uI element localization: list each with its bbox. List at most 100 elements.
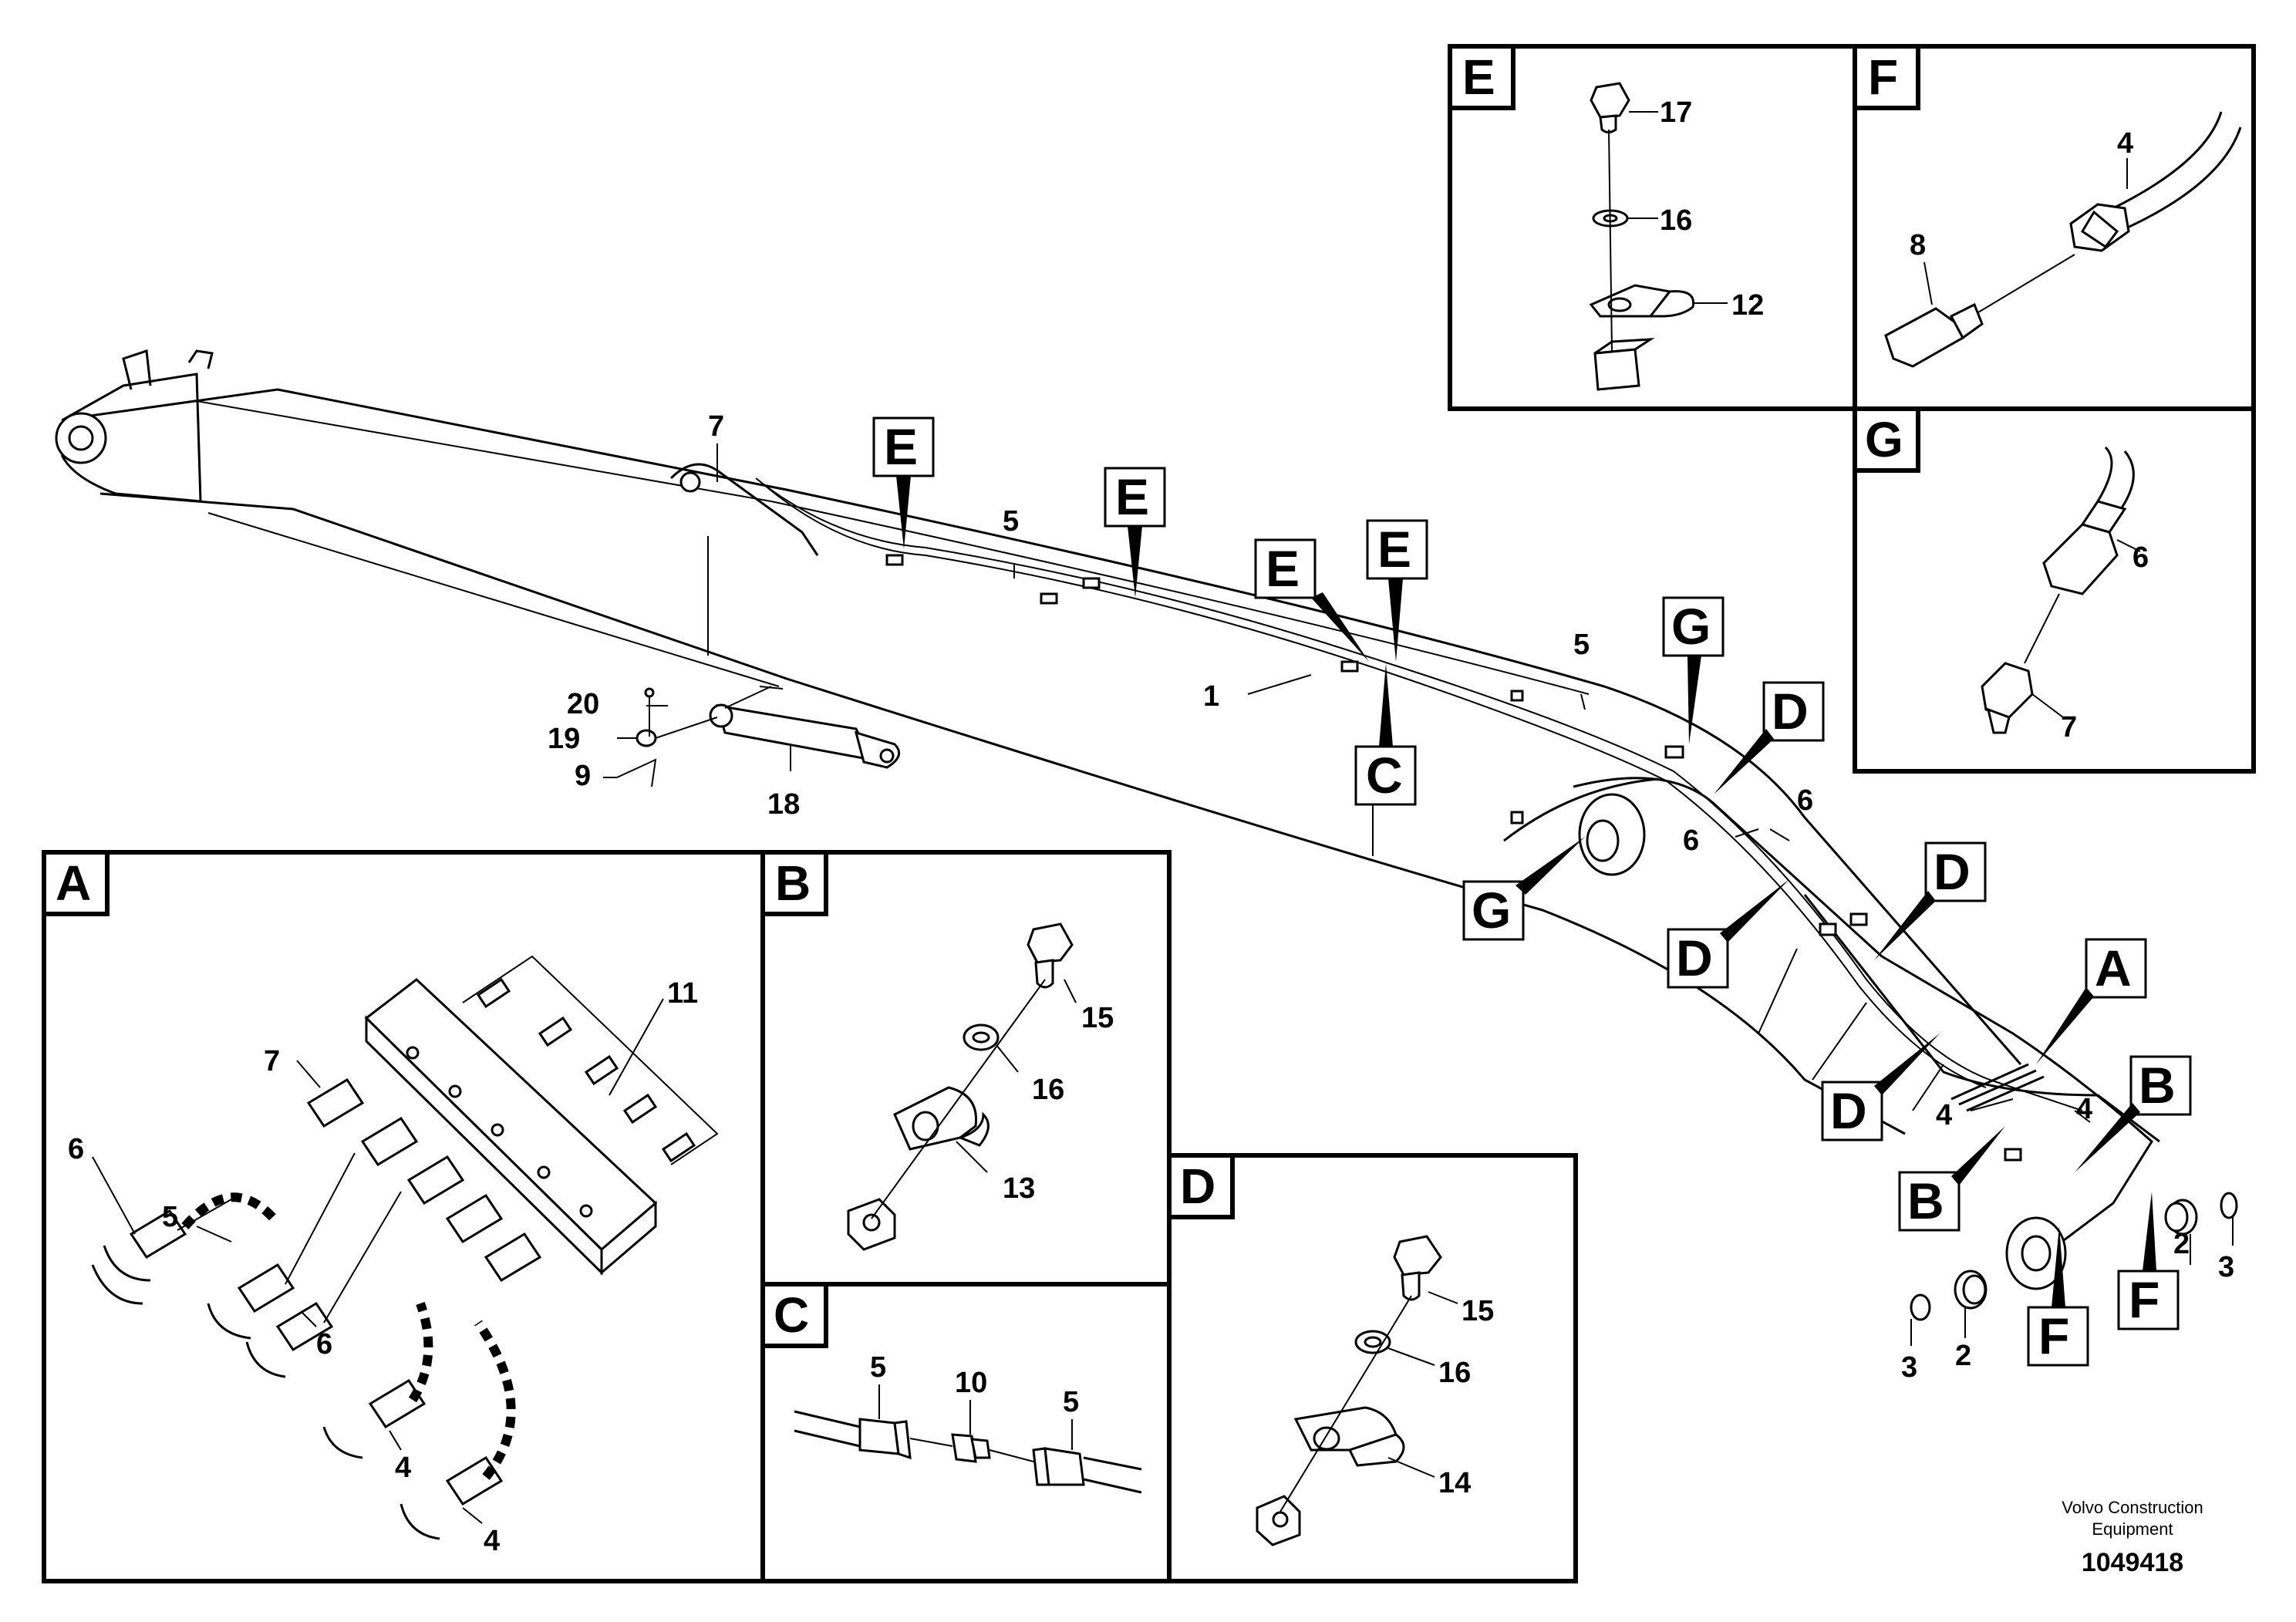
callout-3-left: 3 [1901,1351,1917,1384]
panel-e-callout-16: 16 [1660,204,1692,237]
panel-d-callout-15: 15 [1462,1295,1494,1327]
end-pin-parts [1910,1192,2238,1321]
svg-text:A: A [2095,939,2132,996]
callout-5-left: 5 [1003,505,1019,538]
tag-b-1: B [1898,1126,2005,1232]
callout-18: 18 [767,788,800,821]
panel-e: E 17 16 12 [1448,44,1857,411]
panel-b-callout-13: 13 [1003,1172,1035,1205]
main-callouts: 1 2 3 2 3 4 4 5 5 6 6 7 9 18 19 20 [548,410,2234,1384]
panel-f-callout-4: 4 [2117,127,2133,160]
svg-text:B: B [2139,1057,2176,1114]
tag-e-4: E [1366,519,1428,662]
svg-text:F: F [2129,1271,2159,1328]
svg-text:E: E [1462,49,1495,105]
panel-e-callout-12: 12 [1731,289,1764,322]
callout-7: 7 [708,410,724,443]
manifold-block-11 [364,978,658,1252]
svg-text:B: B [1907,1172,1944,1229]
fitting-row [306,1077,542,1283]
tag-f-2: F [2117,1192,2180,1330]
part-3-left [1910,1293,1931,1321]
svg-text:G: G [1671,598,1711,655]
hose-fitting-left-5 [858,1418,900,1455]
callout-6-left: 6 [1683,824,1699,857]
svg-text:C: C [774,1287,809,1343]
callout-20: 20 [567,688,599,720]
tag-g-2: G [1462,837,1585,941]
panel-g-callout-6: 6 [2132,541,2149,574]
tag-d-2: D [1874,841,1987,960]
callout-4-right: 4 [2076,1093,2092,1125]
tag-e-2: E [1104,467,1166,598]
panel-a-callout-6-bottom: 6 [316,1328,332,1361]
callout-1: 1 [1203,680,1219,713]
cylinder-assembly [616,686,901,787]
detail-tags: E E E E C G [872,416,2192,1367]
panel-g-callout-7: 7 [2061,711,2077,744]
part-19 [636,729,657,747]
square-nut [1593,348,1640,391]
panel-a-callout-7: 7 [264,1045,280,1077]
callout-2-right: 2 [2173,1228,2190,1260]
doc-number: 1049418 [2082,1548,2183,1577]
panel-a-callout-4-top: 4 [395,1452,411,1484]
tag-c: C [1354,663,1417,806]
panel-a-callout-6-top: 6 [68,1133,84,1165]
tag-e-1: E [872,416,935,549]
footer: Volvo Construction Equipment 1049418 [2062,1498,2203,1577]
callout-19: 19 [548,723,580,755]
panel-c-callout-5-left: 5 [870,1351,886,1384]
svg-text:F: F [1868,49,1898,105]
tag-a: A [2036,938,2147,1064]
panel-g: G 6 7 [1853,406,2256,774]
adapter-10 [951,1433,977,1463]
svg-text:E: E [1266,540,1300,597]
svg-text:C: C [1366,747,1403,804]
tag-d-3: D [1667,879,1789,989]
svg-text:D: D [1934,843,1971,900]
panel-c-callout-5-right: 5 [1063,1386,1079,1418]
tag-e-3: E [1254,538,1369,662]
callout-2-left: 2 [1955,1340,1971,1372]
bolt-15 [1393,1235,1442,1276]
tag-g-1: G [1662,596,1725,744]
panel-c: C 5 10 5 [760,1282,1172,1583]
panel-b-callout-16: 16 [1032,1074,1064,1106]
svg-text:F: F [2038,1307,2069,1364]
panel-c-callout-10: 10 [955,1367,987,1399]
panel-b: B 15 16 13 [760,850,1172,1286]
panel-a-callout-5: 5 [162,1201,178,1233]
tag-f-1: F [2027,1226,2089,1367]
panel-a-callout-4-bottom: 4 [484,1525,500,1557]
panel-f-callout-8: 8 [1910,229,1926,261]
svg-text:E: E [884,418,918,475]
tag-b-2: B [2075,1055,2192,1172]
svg-text:D: D [1676,929,1713,986]
callout-9: 9 [575,760,591,792]
brand-line-1: Volvo Construction [2062,1498,2203,1517]
tag-d-1: D [1714,681,1825,794]
callout-5-right: 5 [1573,629,1590,661]
panel-d: D 15 16 14 [1167,1153,1578,1583]
panel-e-callout-17: 17 [1660,96,1692,129]
svg-text:E: E [1377,521,1411,578]
bolt-17 [1590,82,1630,119]
panel-a-callout-11: 11 [667,977,698,1010]
part-3-right [2220,1192,2238,1219]
part-9 [616,758,657,787]
svg-text:G: G [1472,882,1511,939]
svg-text:D: D [1180,1158,1215,1214]
panel-f: F 4 8 [1853,44,2256,411]
bolt-15 [1027,922,1074,964]
svg-text:A: A [56,855,91,911]
svg-text:G: G [1865,412,1903,467]
main-leaders [603,443,2234,1346]
svg-text:E: E [1115,468,1149,525]
panel-d-callout-14: 14 [1438,1467,1471,1499]
svg-text:D: D [1830,1082,1867,1139]
callout-4-left: 4 [1936,1099,1952,1131]
fitting-6 [2042,523,2119,595]
panel-a: A [42,850,765,1583]
